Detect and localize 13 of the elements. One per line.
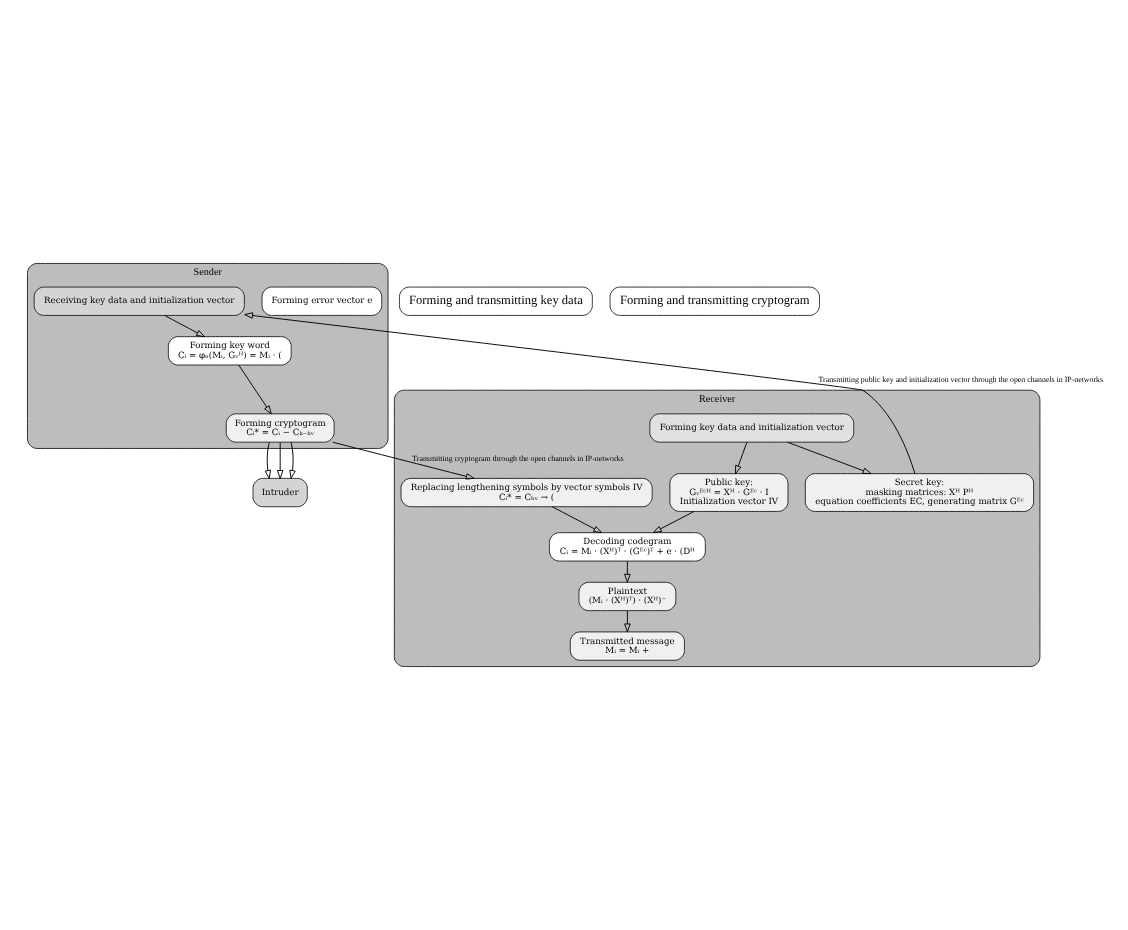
arrow bbox=[652, 511, 695, 534]
arrow bbox=[276, 441, 284, 479]
arrow bbox=[551, 506, 603, 534]
arrow bbox=[735, 441, 748, 475]
arrow bbox=[289, 441, 296, 479]
arrow bbox=[244, 312, 916, 475]
arrow bbox=[332, 441, 475, 480]
arrow bbox=[624, 610, 631, 633]
arrow bbox=[787, 441, 872, 475]
arrow bbox=[264, 441, 272, 479]
arrow bbox=[238, 364, 272, 415]
arrow bbox=[164, 315, 205, 338]
arrow bbox=[624, 560, 631, 583]
